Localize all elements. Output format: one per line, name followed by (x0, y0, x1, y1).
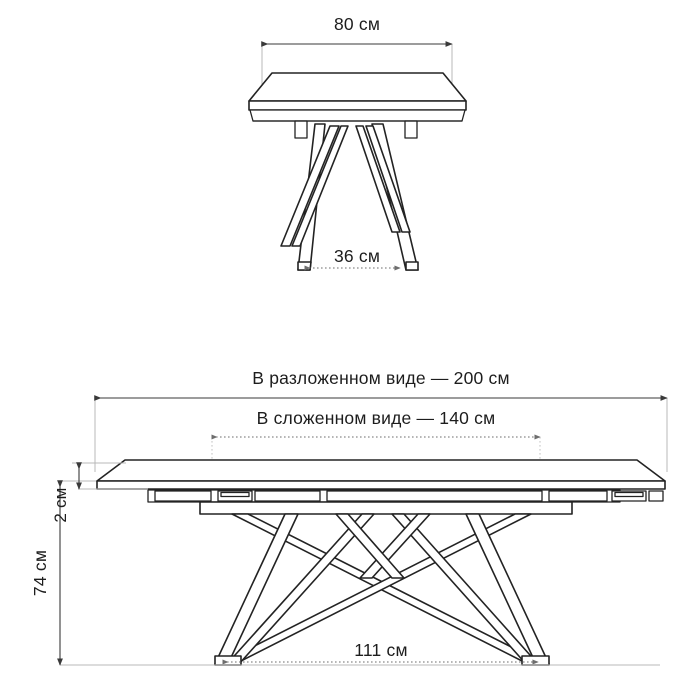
leg-assembly-front-view (214, 513, 550, 666)
rail-slot-left (220, 491, 250, 498)
foot-left (297, 261, 312, 271)
cross-strut-right (335, 513, 405, 579)
tabletop-edge-band (248, 100, 467, 111)
foot-left-front (214, 655, 242, 666)
tabletop-edge-front (96, 480, 666, 490)
foot-right-front (521, 655, 550, 666)
leg-rear-left-inner (291, 125, 349, 247)
extension-mechanism (147, 489, 664, 515)
dimension-label-length-extended-200: В разложенном виде — 200 см (252, 368, 509, 388)
leg-assembly-end-view (280, 123, 419, 271)
leg-rear-left (280, 125, 340, 247)
leg-rear-right-inner (355, 125, 401, 233)
table-top-front-view (96, 459, 666, 490)
mount-block-right (404, 120, 418, 139)
mount-block-left (294, 120, 308, 139)
dimension-label-length-folded-140: В сложенном виде — 140 см (257, 408, 496, 428)
dimension-label-thickness-2: 2 см (51, 487, 70, 522)
rail-box-right-3 (648, 490, 664, 502)
rail-box-right-1 (548, 490, 608, 502)
rail-slot-right (614, 491, 644, 498)
tabletop-upper-face (248, 72, 467, 102)
table-top-end-view (248, 72, 467, 122)
tabletop-apron (249, 109, 466, 122)
rail-box-center (326, 490, 543, 502)
leg-rear-right (365, 125, 411, 233)
tabletop-top-face-front (96, 459, 666, 482)
frame-beam (199, 501, 573, 515)
dimension-label-base-span-111: 111 см (354, 640, 407, 660)
rail-box-left-1 (154, 490, 212, 502)
rail-box-left-3 (254, 490, 321, 502)
dimension-label-height-74: 74 см (30, 550, 50, 596)
end-view-group: 80 см (248, 14, 467, 271)
foot-right (405, 261, 419, 271)
dimension-label-width-80: 80 см (334, 14, 380, 34)
dimension-label-foot-span-36: 36 см (334, 246, 380, 266)
front-view-group: В разложенном виде — 200 см В сложенном … (30, 368, 668, 666)
